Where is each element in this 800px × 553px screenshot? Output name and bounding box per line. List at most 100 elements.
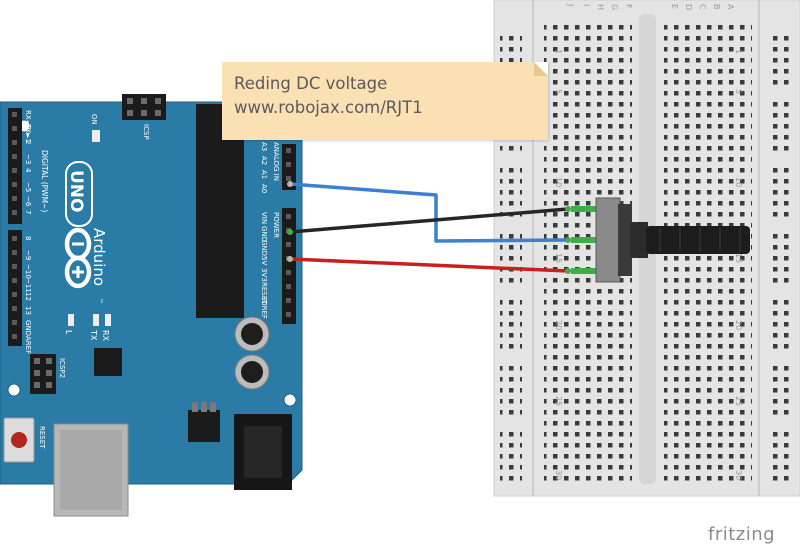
icsp2-pin [34,358,40,364]
row-number: 10 [734,177,743,187]
icsp-pin [127,98,133,104]
digital-header-2 [8,230,22,346]
pin-label-reset: RESET [260,282,268,305]
row-number: 5 [554,89,563,94]
l-led [68,314,74,326]
rail-holes-12 [770,294,792,349]
analog-section-label: ANALOG IN [272,142,280,181]
pin-label-9: ~9 [24,250,32,260]
header-pin [12,278,17,283]
arduino-uno-board: RX◄0 TX►1 2 ~3 4 ~5 ~6 7 8 ~9 ~10 ~11 12… [0,94,303,517]
pot-bushing [618,204,632,276]
rail-holes-4 [500,228,522,283]
row-number: 1 [554,49,563,54]
trademark-label: ™ [96,298,103,304]
header-pin [12,320,17,325]
column-letter: D [684,4,693,10]
note-url: www.robojax.com/RJT1 [234,98,423,117]
capacitor-1-top [241,323,263,345]
on-led [92,130,100,142]
wire-end [565,268,571,274]
rail-holes-8 [770,30,792,85]
column-letter: G [610,4,619,10]
icsp2-label: ICSP2 [58,358,66,378]
voltage-regulator [188,410,220,442]
arduino-logo [64,227,92,289]
rail-holes-3 [500,162,522,217]
icsp2-header [30,354,56,394]
row-number: 20 [734,320,743,330]
column-letter: E [670,4,679,9]
header-pin [12,236,17,241]
rail-holes-11 [770,228,792,283]
row-number: 15 [554,253,563,263]
header-pin [12,292,17,297]
column-letter: A [726,4,735,10]
row-number: 1 [734,49,743,54]
maker-label: Arduino [90,228,108,286]
header-pin [286,162,291,167]
fritzing-logo: fritzing [708,524,776,545]
pin-label-aref: AREF [24,336,32,354]
wire-end [287,256,293,262]
potentiometer [571,197,750,283]
icsp2-pin [46,358,52,364]
wire-black-gnd[interactable] [288,207,570,234]
header-pin [286,148,291,153]
pot-shaft[interactable] [646,226,750,254]
pin-label-10: ~10 [24,264,32,279]
rail-holes-14 [770,426,792,481]
pin-label-5v: 5V [260,256,268,265]
icsp-label: ICSP [142,124,150,140]
power-section-label: POWER [272,212,280,238]
icsp-pin [127,110,133,116]
pin-label-6: ~6 [24,196,32,207]
icsp-pin [155,98,161,104]
row-number: 30 [734,470,743,480]
icsp-pin [141,98,147,104]
header-pin [12,334,17,339]
pin-label-gnd: GND [24,320,32,336]
pin-label-3v3: 3V3 [260,268,268,282]
pot-nut [630,222,648,258]
row-number: 15 [734,253,743,263]
column-letter: J [566,3,575,6]
row-number: 5 [734,89,743,94]
rail-holes-13 [770,360,792,415]
pin-label-8: 8 [24,236,32,240]
pin-label-12: 12 [24,292,32,301]
uno-badge [65,161,93,227]
wire-red-5v[interactable] [288,257,570,273]
pin-label-3: ~3 [24,154,32,164]
header-pin [12,168,17,173]
column-letter: B [712,4,721,10]
note-title: Reding DC voltage [234,74,388,93]
header-pin [12,250,17,255]
rail-holes-9 [770,96,792,151]
pin-label-11: ~11 [24,278,32,293]
icsp2-pin [34,370,40,376]
wire-blue-a0[interactable] [288,182,570,243]
pin-label-a0: A0 [260,184,268,193]
header-pin [286,270,291,275]
pin-label-2: 2 [24,140,32,144]
rx-led [105,314,111,326]
rail-holes-7 [500,426,522,481]
header-pin [286,176,291,181]
row-number: 25 [734,396,743,406]
header-pin [286,284,291,289]
usb-controller-chip [94,348,122,376]
header-pin [12,210,17,215]
header-pin [12,182,17,187]
reset-button-cap[interactable] [11,432,27,448]
reset-label: RESET [38,426,46,449]
column-letter: C [698,4,707,10]
model-label: UNO [66,170,86,212]
pot-leg-1 [571,206,597,212]
pin-label-tx1: TX►1 [24,123,32,143]
tx-led [93,314,99,326]
pin-label-a3: A3 [260,142,268,151]
rx-label: RX [101,330,110,342]
wire-end [287,229,293,235]
